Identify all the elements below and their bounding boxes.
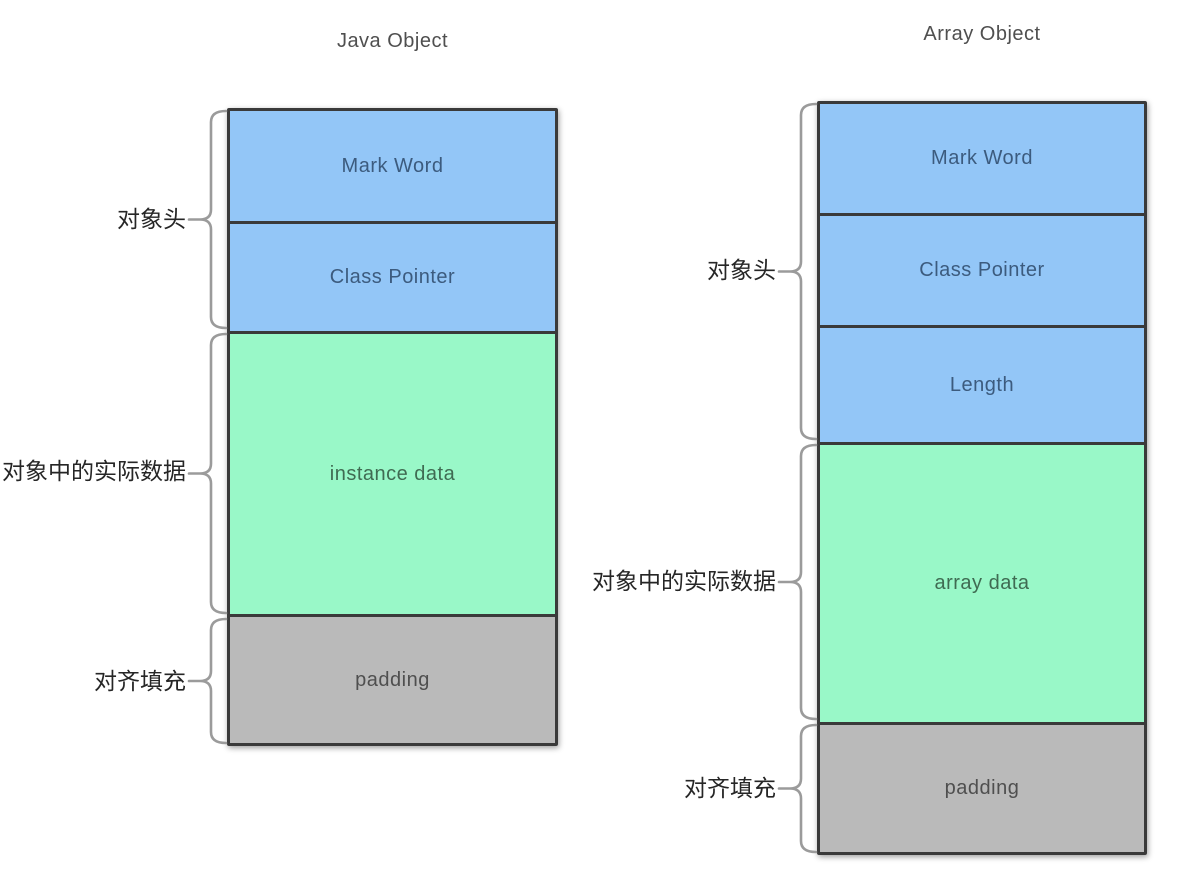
array-length-cell: Length	[820, 325, 1144, 442]
array-data-label: 对象中的实际数据	[592, 568, 776, 594]
java-instance-data-brace	[187, 332, 228, 615]
java-padding-label: 对齐填充	[94, 668, 186, 694]
array-object-header-brace	[777, 102, 818, 441]
java-object-header-brace	[187, 109, 228, 330]
array-object-memory-layout: Mark Word Class Pointer Length array dat…	[817, 101, 1147, 855]
array-padding-cell: padding	[820, 722, 1144, 852]
java-object-memory-layout: Mark Word Class Pointer instance data pa…	[227, 108, 558, 746]
array-data-brace	[777, 443, 818, 721]
java-mark-word-cell: Mark Word	[230, 111, 555, 221]
array-padding-brace	[777, 723, 818, 854]
array-data-cell: array data	[820, 442, 1144, 722]
java-object-title: Java Object	[336, 30, 449, 52]
array-class-pointer-cell: Class Pointer	[820, 213, 1144, 325]
java-instance-data-label: 对象中的实际数据	[2, 458, 186, 484]
array-padding-label: 对齐填充	[684, 775, 776, 801]
java-padding-cell: padding	[230, 614, 555, 743]
array-object-title: Array Object	[923, 23, 1041, 45]
java-object-header-label: 对象头	[117, 206, 186, 232]
array-object-header-label: 对象头	[707, 257, 776, 283]
array-mark-word-cell: Mark Word	[820, 104, 1144, 213]
java-instance-data-cell: instance data	[230, 331, 555, 614]
java-class-pointer-cell: Class Pointer	[230, 221, 555, 331]
java-padding-brace	[187, 617, 228, 745]
